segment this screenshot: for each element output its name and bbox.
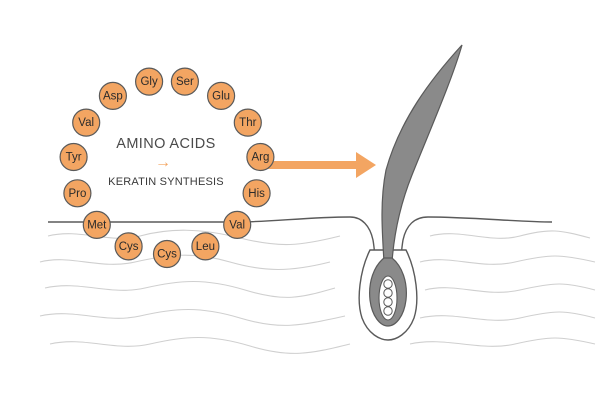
amino-acid-bead-circle xyxy=(114,232,143,261)
amino-acid-bead: Cys xyxy=(152,239,182,269)
amino-acid-label: Val xyxy=(229,219,245,231)
amino-acid-bead: His xyxy=(242,179,271,208)
amino-acid-bead: Pro xyxy=(63,179,92,208)
amino-acid-bead-circle xyxy=(59,142,88,172)
amino-acid-bead-circle xyxy=(63,179,92,208)
amino-acid-label: Asp xyxy=(103,90,123,102)
amino-acid-bead: Gly xyxy=(135,67,164,96)
amino-acid-label: Arg xyxy=(251,152,269,164)
skin-texture xyxy=(39,229,596,354)
amino-acid-label: Val xyxy=(78,117,94,129)
amino-acid-label: Glu xyxy=(212,90,230,102)
amino-acid-label: Tyr xyxy=(66,152,82,164)
amino-acid-label: Cys xyxy=(119,241,139,253)
amino-acid-label: Cys xyxy=(157,249,177,261)
right-arrow-icon xyxy=(266,152,376,178)
amino-acid-bead: Met xyxy=(82,210,111,239)
amino-acid-bead: Val xyxy=(223,210,252,239)
amino-acid-bead: Asp xyxy=(98,81,128,111)
amino-acid-bead-circle xyxy=(233,108,262,137)
small-arrow-icon: → xyxy=(155,154,171,171)
amino-acid-bead-circle xyxy=(170,67,199,96)
amino-acid-bead: Val xyxy=(72,108,101,137)
amino-acid-bead-circle xyxy=(72,108,101,137)
amino-acid-ring: SerGluThrArgHisValLeuCysCysMetProTyrValA… xyxy=(59,67,275,269)
amino-acid-bead-circle xyxy=(223,210,252,239)
amino-acid-bead-circle xyxy=(152,239,182,269)
amino-acid-bead-circle xyxy=(98,81,128,111)
keratin-synthesis-label: KERATIN SYNTHESIS xyxy=(108,176,224,188)
amino-acid-bead: Leu xyxy=(191,232,220,261)
amino-acid-bead: Tyr xyxy=(59,142,88,172)
amino-acid-bead: Cys xyxy=(114,232,143,261)
amino-acid-label: Gly xyxy=(140,76,158,88)
amino-acid-bead: Glu xyxy=(207,81,236,111)
amino-acid-label: Leu xyxy=(196,241,215,253)
amino-acid-label: Met xyxy=(87,219,107,231)
amino-acid-label: Thr xyxy=(239,117,256,129)
ring-center-labels: AMINO ACIDS → KERATIN SYNTHESIS xyxy=(108,136,224,188)
amino-acid-bead-circle xyxy=(242,179,271,208)
amino-acid-bead-circle xyxy=(191,232,220,261)
amino-acid-bead: Thr xyxy=(233,108,262,137)
amino-acid-bead: Ser xyxy=(170,67,199,96)
amino-acid-bead: Arg xyxy=(246,142,275,172)
amino-acid-label: His xyxy=(248,188,265,200)
amino-acid-label: Ser xyxy=(176,76,194,88)
amino-acid-bead-circle xyxy=(207,81,236,111)
amino-acid-bead-circle xyxy=(135,67,164,96)
amino-acids-title: AMINO ACIDS xyxy=(116,136,215,152)
amino-acid-bead-circle xyxy=(82,210,111,239)
amino-acid-label: Pro xyxy=(68,188,86,200)
amino-acid-bead-circle xyxy=(246,142,275,172)
skin-surface xyxy=(48,216,553,323)
hair-follicle-icon xyxy=(358,44,463,341)
